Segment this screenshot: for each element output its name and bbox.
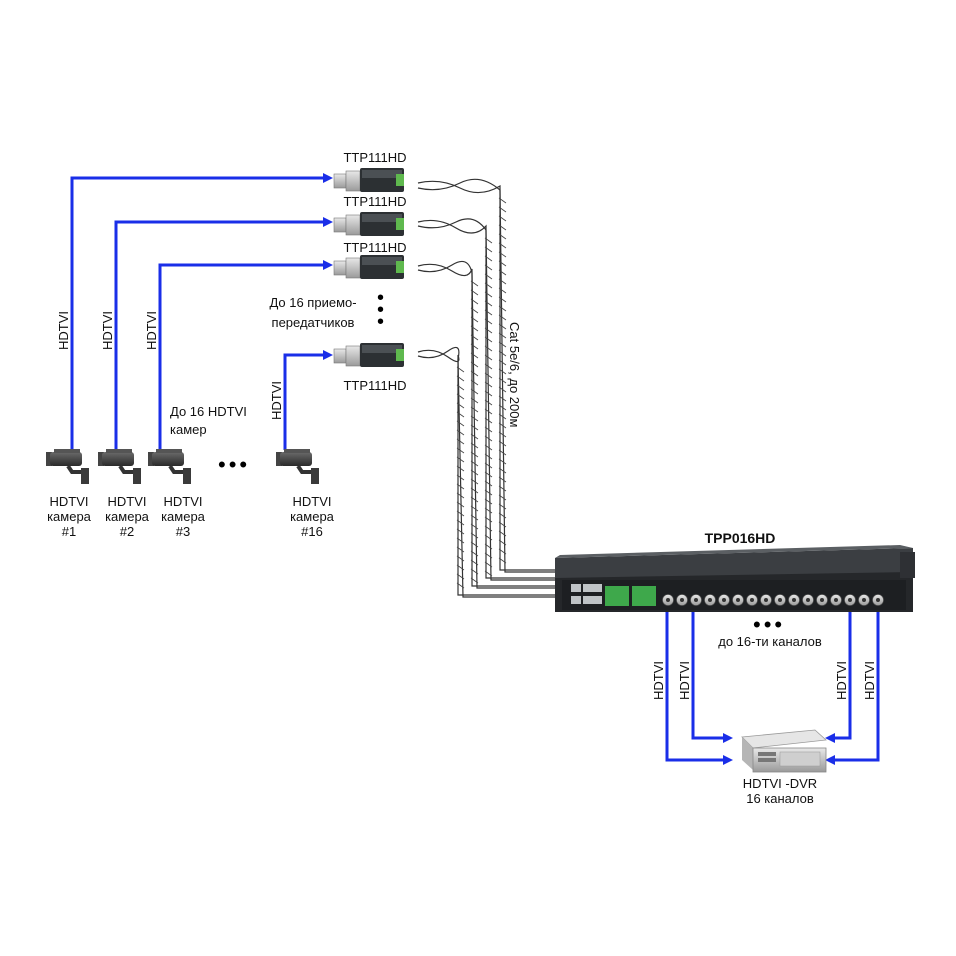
signal-label-ch16: HDTVI (862, 661, 877, 700)
camera-3 (148, 449, 191, 484)
hub-terminal-block-2 (632, 586, 656, 606)
link-ch16 (825, 612, 880, 765)
camera-note: До 16 HDTVI камер (170, 404, 247, 437)
transceiver-1 (333, 168, 404, 192)
transceiver-3 (333, 255, 404, 279)
transceiver-label-16: TTP111HD (343, 378, 407, 393)
camera-label-16: HDTVI камера #16 (281, 494, 343, 539)
camera-2 (98, 449, 141, 484)
link-camera-16 (283, 350, 333, 450)
camera-note-line2: камер (170, 422, 207, 437)
transceiver-label-1: TTP111HD (343, 150, 407, 165)
link-camera-3 (158, 260, 333, 450)
channels-ellipsis: ••• (753, 612, 786, 637)
camera-1-num: #1 (61, 524, 77, 539)
signal-label-ch2: HDTVI (677, 661, 692, 700)
camera-4 (276, 449, 319, 484)
dvr-links (665, 612, 880, 765)
signal-label-camera-3: HDTVI (144, 311, 159, 350)
signal-label-ch15: HDTVI (834, 661, 849, 700)
channels-note: до 16-ти каналов (718, 634, 822, 649)
link-ch15 (825, 612, 852, 743)
transceiver-note-line1: До 16 приемо- (269, 295, 357, 310)
transceiver-4 (333, 343, 404, 367)
hub-bnc-ports (662, 594, 884, 606)
transceiver-label-2: TTP111HD (343, 194, 407, 209)
hub-rj45-ports (571, 584, 602, 604)
cat5-cables (417, 178, 560, 598)
camera-16-type: HDTVI (292, 494, 332, 509)
dvr-label-line2: 16 каналов (746, 791, 814, 806)
camera-3-num: #3 (175, 524, 191, 539)
transceiver-note-line2: передатчиков (271, 315, 355, 330)
dvr-label: HDTVI -DVR 16 каналов (720, 776, 840, 806)
camera-links (70, 173, 333, 450)
camera-1-type: HDTVI (49, 494, 89, 509)
camera-devices (46, 449, 319, 484)
link-ch1 (665, 612, 733, 765)
transceiver-label-3: TTP111HD (343, 240, 407, 255)
signal-label-ch1: HDTVI (651, 661, 666, 700)
signal-label-camera-1: HDTVI (56, 311, 71, 350)
camera-3-type: HDTVI (163, 494, 203, 509)
camera-1 (46, 449, 89, 484)
dvr-device (741, 729, 827, 773)
camera-1-kind: камера (47, 509, 91, 524)
transceiver-note: До 16 приемо- передатчиков (253, 295, 373, 330)
camera-label-2: HDTVI камера #2 (96, 494, 158, 539)
camera-label-1: HDTVI камера #1 (38, 494, 100, 539)
hub-device (555, 545, 915, 612)
camera-2-kind: камера (105, 509, 149, 524)
camera-2-num: #2 (119, 524, 135, 539)
link-camera-1 (70, 173, 333, 450)
camera-ellipsis: ••• (218, 452, 251, 477)
camera-16-kind: камера (290, 509, 334, 524)
camera-3-kind: камера (161, 509, 205, 524)
camera-label-3: HDTVI камера #3 (152, 494, 214, 539)
camera-16-num: #16 (301, 524, 323, 539)
link-ch2 (691, 612, 733, 743)
camera-note-line1: До 16 HDTVI (170, 404, 247, 419)
signal-label-camera-16: HDTVI (269, 381, 284, 420)
camera-2-type: HDTVI (107, 494, 147, 509)
hub-terminal-block-1 (605, 586, 629, 606)
hub-label: TPP016HD (704, 530, 776, 546)
transceiver-devices (333, 168, 404, 367)
dvr-label-line1: HDTVI -DVR (742, 776, 818, 791)
cable-label: Cat 5e/6, до 200м (507, 322, 522, 428)
cable-twist-marks (456, 197, 507, 589)
signal-label-camera-2: HDTVI (100, 311, 115, 350)
link-camera-2 (114, 217, 333, 450)
transceiver-2 (333, 212, 404, 236)
transceiver-ellipsis: ••• (377, 287, 388, 333)
